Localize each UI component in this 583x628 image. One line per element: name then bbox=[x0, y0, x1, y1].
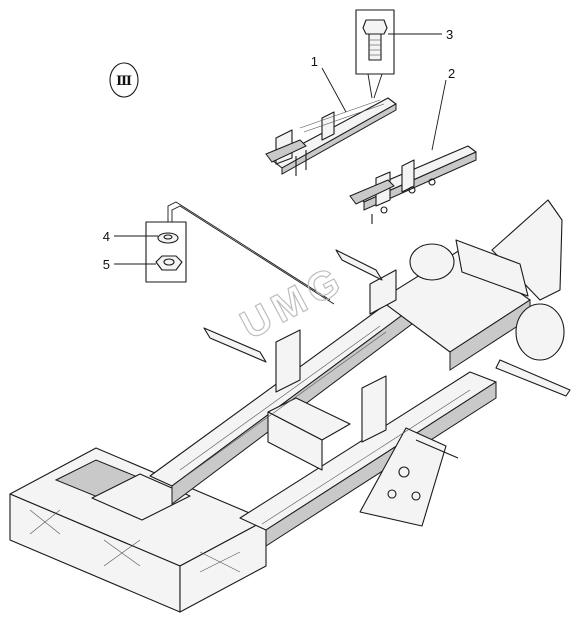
group-symbol-label: Ⅲ bbox=[116, 74, 132, 89]
crossmember-bracket-1 bbox=[265, 97, 397, 176]
crossmember-bracket-2 bbox=[349, 145, 477, 224]
bolt-icon bbox=[355, 9, 395, 99]
callout-4: 4 bbox=[103, 229, 110, 244]
callout-leaders bbox=[114, 33, 447, 265]
group-symbol: Ⅲ bbox=[109, 62, 139, 98]
callout-3: 3 bbox=[446, 27, 453, 42]
callout-5: 5 bbox=[103, 257, 110, 272]
vehicle-frame bbox=[9, 199, 571, 613]
washer-icon bbox=[157, 232, 179, 244]
hardware-box bbox=[145, 201, 335, 305]
nut-icon bbox=[155, 255, 183, 271]
callout-2: 2 bbox=[448, 66, 455, 81]
callout-1: 1 bbox=[311, 54, 318, 69]
